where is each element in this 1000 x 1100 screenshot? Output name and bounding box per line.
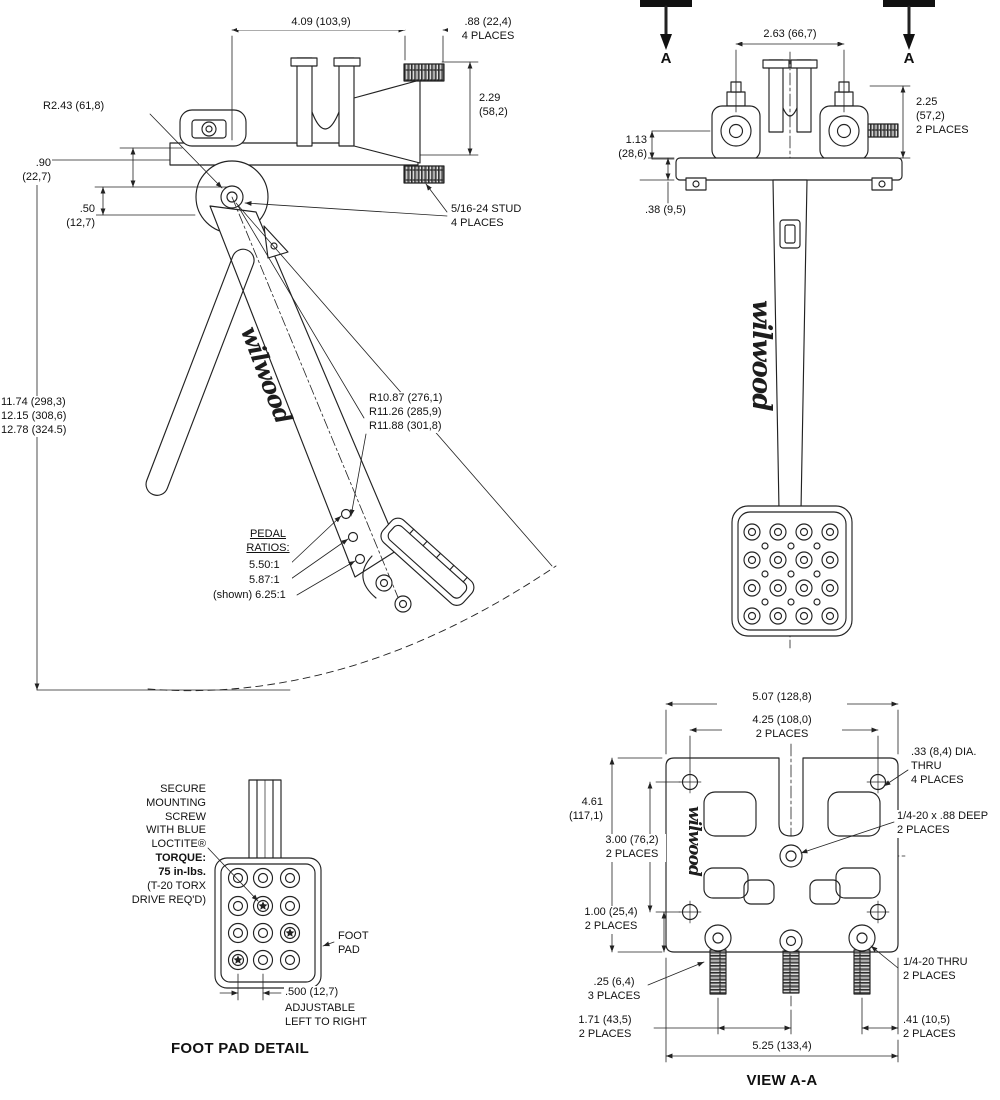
- pedal-ratio-1: 5.50:1: [248, 559, 292, 573]
- dim-hole-spacing-x: 4.25 (108,0) 2 PLACES: [722, 714, 842, 742]
- pedal-ratio-2: 5.87:1: [248, 574, 292, 588]
- dim-hole-spacing-y: 3.00 (76,2) 2 PLACES: [598, 834, 666, 862]
- dim-height-front: 2.25 (57,2) 2 PLACES: [915, 96, 985, 138]
- view-aa-title: VIEW A-A: [746, 1072, 818, 1089]
- dim-90: .90 (22,7): [8, 157, 52, 185]
- dim-stud-spacing: .88 (22,4) 4 PLACES: [448, 16, 528, 44]
- dim-width-top: 5.07 (128,8): [717, 691, 847, 705]
- dim-radii: R10.87 (276,1) R11.26 (285,9) R11.88 (30…: [368, 392, 470, 434]
- front-view-drawing: [639, 0, 935, 649]
- dim-footpad-spacing: .500 (12,7): [284, 986, 362, 1000]
- dim-stud-spacing-aa: 1.71 (43,5) 2 PLACES: [560, 1014, 650, 1042]
- footpad-note-torque: TORQUE: 75 in-lbs.: [105, 852, 207, 880]
- pedal-ratios-title: PEDAL RATIOS:: [238, 528, 298, 556]
- footpad-adjust-note: ADJUSTABLE LEFT TO RIGHT: [284, 1002, 384, 1030]
- thru-note: 1/4-20 THRU 2 PLACES: [902, 956, 992, 984]
- footpad-note-drive: (T-20 TORX DRIVE REQ'D): [105, 880, 207, 908]
- dim-width-bottom: 5.25 (133,4): [717, 1040, 847, 1054]
- footpad-detail-title: FOOT PAD DETAIL: [170, 1040, 310, 1057]
- view-aa-drawing: [609, 701, 909, 1063]
- dim-top-width: 4.09 (103,9): [237, 16, 405, 30]
- dim-50: .50 (12,7): [52, 203, 96, 231]
- section-label-right: A: [903, 50, 915, 67]
- footpad-note: SECURE MOUNTING SCREW WITH BLUE LOCTITE®: [105, 783, 207, 852]
- dim-bracket-height: 2.29 (58,2): [478, 92, 522, 120]
- tap-note: 1/4-20 x .88 DEEP 2 PLACES: [896, 810, 998, 838]
- dim-38: .38 (9,5): [644, 204, 706, 218]
- wilwood-logo: wilwood: [746, 300, 776, 411]
- dim-pivot-spacing: 2.63 (66,7): [734, 28, 846, 42]
- dim-height-aa: 4.61 (117,1): [552, 796, 604, 824]
- pedal-ratio-3: (shown) 6.25:1: [212, 589, 296, 603]
- hole-note: .33 (8,4) DIA. THRU 4 PLACES: [910, 746, 998, 788]
- dim-113: 1.13 (28,6): [604, 134, 648, 162]
- wilwood-logo: wilwood: [684, 806, 704, 876]
- section-label-left: A: [660, 50, 672, 67]
- footpad-detail-drawing: [207, 779, 335, 1001]
- dim-pivot-radius: R2.43 (61,8): [42, 100, 146, 114]
- dim-lengths: 11.74 (298,3) 12.15 (308,6) 12.78 (324.5…: [0, 396, 92, 438]
- dim-100: 1.00 (25,4) 2 PLACES: [574, 906, 648, 934]
- dim-41: .41 (10,5) 2 PLACES: [902, 1014, 980, 1042]
- side-view-drawing: [29, 27, 557, 692]
- dim-25: .25 (6,4) 3 PLACES: [582, 976, 646, 1004]
- footpad-label: FOOT PAD: [337, 930, 381, 958]
- stud-note: 5/16-24 STUD 4 PLACES: [450, 203, 554, 231]
